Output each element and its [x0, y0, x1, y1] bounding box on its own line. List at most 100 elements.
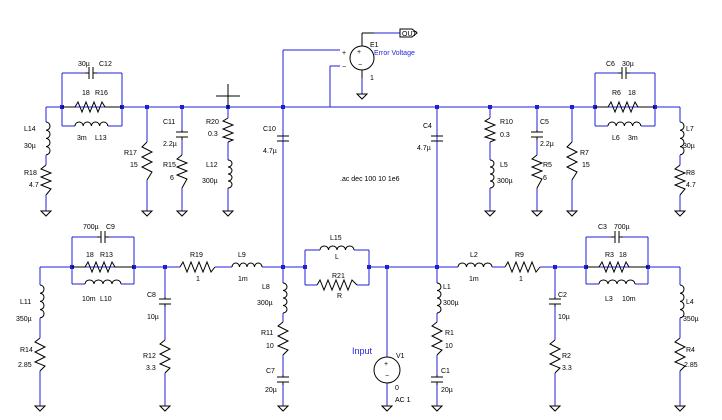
c9-name: C9	[106, 224, 115, 231]
c3-value: 700µ	[614, 224, 630, 231]
capacitor-c9	[97, 231, 109, 243]
r14-name: R14	[20, 347, 33, 354]
inductor-l8	[282, 282, 288, 314]
source-e1: + − + −	[342, 32, 375, 78]
l14-name: L14	[24, 126, 36, 133]
r19-name: R19	[190, 252, 203, 259]
l7-name: L7	[686, 126, 694, 133]
resistor-r6	[595, 100, 655, 114]
c7-value: 20µ	[265, 387, 277, 394]
resistor-r20	[221, 117, 235, 143]
r20-name: R20	[206, 119, 219, 126]
r1-name: R1	[445, 330, 454, 337]
c8-value: 10µ	[147, 314, 159, 321]
c4-name: C4	[423, 123, 432, 130]
l9-value: 1m	[238, 276, 248, 283]
resistor-r5	[530, 154, 544, 189]
resistor-r13	[72, 260, 134, 274]
svg-text:−: −	[342, 64, 346, 71]
c10-name: C10	[263, 126, 276, 133]
capacitor-c1	[431, 375, 443, 385]
l5-name: L5	[500, 162, 508, 169]
resistor-r8	[673, 164, 687, 196]
l8-name: L8	[262, 284, 270, 291]
inductor-l15	[319, 245, 355, 251]
e1-name: E1	[370, 42, 379, 49]
inductor-l9	[231, 262, 263, 268]
r9-name: R9	[515, 252, 524, 259]
v1-ac: AC 1	[395, 397, 411, 404]
capacitor-c4	[431, 135, 443, 142]
inductor-l10	[84, 279, 122, 285]
capacitor-c3	[611, 231, 623, 243]
resistor-r14	[33, 337, 47, 372]
inductor-l1	[436, 282, 442, 314]
c5-name: C5	[540, 119, 549, 126]
c11-value: 2.2µ	[163, 141, 177, 148]
error-voltage-label: Error Voltage	[374, 50, 415, 57]
r13-value: 18	[86, 252, 94, 259]
l15-value: L	[335, 254, 339, 261]
l1-name: L1	[443, 284, 451, 291]
l8-value: 300µ	[257, 300, 273, 307]
l1-value: 300µ	[443, 300, 459, 307]
capacitor-c10	[277, 135, 289, 142]
bottom-labels: 700µ C9 18 R13 10m L10 L11 350µ R14 2.85…	[16, 224, 699, 404]
capacitor-c2	[549, 297, 561, 307]
resistor-r7	[565, 141, 579, 181]
resistor-r18	[39, 164, 53, 196]
resistor-r9	[504, 260, 541, 274]
c1-value: 20µ	[441, 387, 453, 394]
r20-value: 0.3	[208, 131, 218, 138]
r5-value: 6	[543, 175, 547, 182]
c8-name: C8	[147, 292, 156, 299]
l4-name: L4	[686, 299, 694, 306]
resistor-r1	[430, 321, 444, 356]
inductor-l7	[679, 121, 685, 156]
r3-value: 18	[619, 252, 627, 259]
svg-text:−: −	[385, 373, 389, 380]
r7-value: 15	[582, 162, 590, 169]
resistor-r15	[175, 154, 189, 189]
r3-name: R3	[605, 252, 614, 259]
inductor-l6	[607, 121, 642, 127]
l14-value: 30µ	[24, 143, 36, 150]
resistor-r4	[673, 337, 687, 372]
l6-name: L6	[612, 135, 620, 142]
r7-name: R7	[580, 150, 589, 157]
r18-value: 4.7	[29, 182, 39, 189]
l9-name: L9	[238, 252, 246, 259]
r21-value: R	[337, 293, 342, 300]
l10-name: L10	[100, 296, 112, 303]
c3-name: C3	[598, 224, 607, 231]
r2-name: R2	[562, 353, 571, 360]
resistor-r3	[586, 260, 648, 274]
r19-value: 1	[196, 276, 200, 283]
r12-name: R12	[143, 353, 156, 360]
inductor-l11	[39, 284, 45, 319]
c5-value: 2.2µ	[540, 141, 554, 148]
bottom-wires	[39, 236, 681, 400]
r2-value: 3.3	[562, 365, 572, 372]
inductor-l12	[227, 159, 233, 189]
c12-name: C12	[99, 61, 112, 68]
inductor-l4	[679, 284, 685, 319]
r18-name: R18	[24, 170, 37, 177]
input-label: Input	[352, 346, 373, 356]
c9-value: 700µ	[83, 224, 99, 231]
r17-name: R17	[124, 150, 137, 157]
c12-value: 30µ	[78, 61, 90, 68]
l15-name: L15	[330, 235, 342, 242]
svg-text:+: +	[384, 361, 388, 368]
source-v1: + −	[373, 356, 401, 384]
c7-name: C7	[266, 368, 275, 375]
c4-value: 4.7µ	[417, 145, 431, 152]
r14-value: 2.85	[18, 362, 32, 369]
r9-value: 1	[519, 276, 523, 283]
r4-name: R4	[686, 347, 695, 354]
r1-value: 10	[445, 343, 453, 350]
top-labels: 30µ C12 18 R16 3m L13 L14 30µ R18 4.7 R1…	[24, 31, 696, 189]
r8-value: 4.7	[686, 182, 696, 189]
l3-value: 10m	[622, 296, 636, 303]
